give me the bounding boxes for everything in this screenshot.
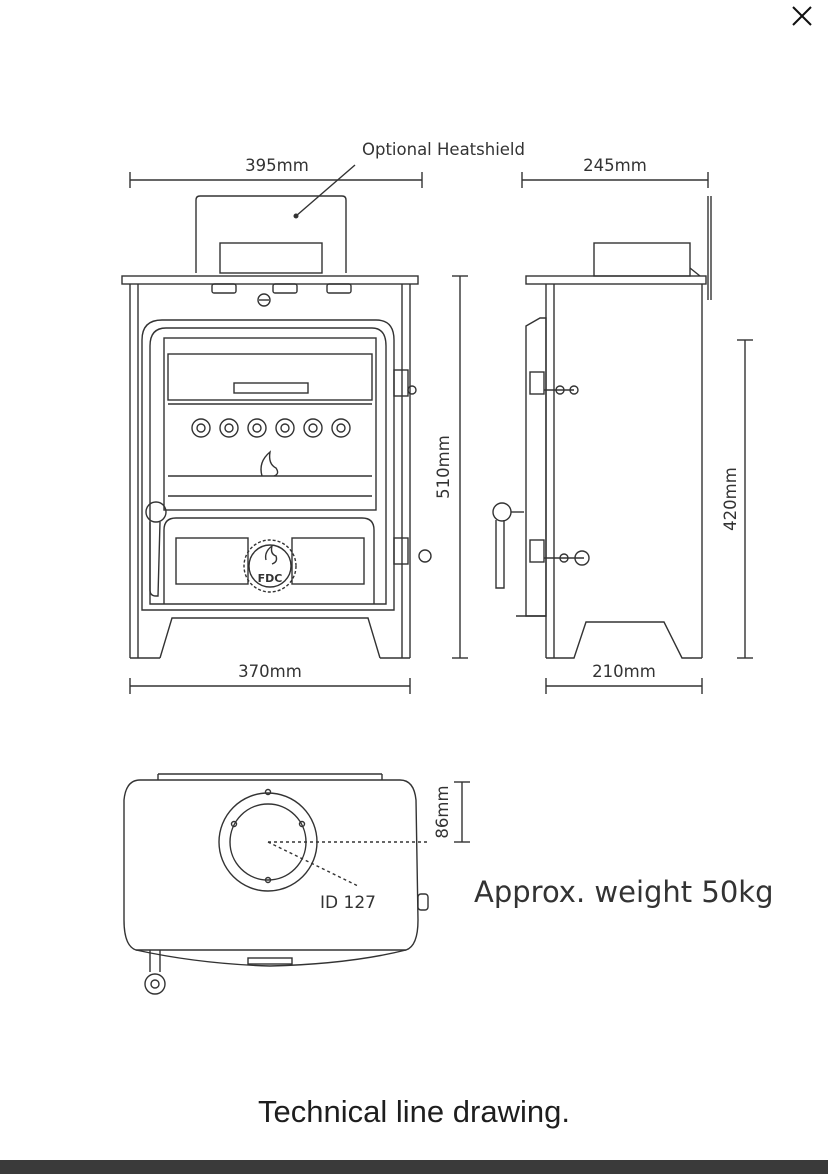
logo-text: FDC <box>258 572 283 585</box>
weight-label: Approx. weight 50kg <box>474 875 774 909</box>
close-button[interactable] <box>784 0 820 32</box>
heatshield-label: Optional Heatshield <box>362 140 525 159</box>
side-height-label: 420mm <box>721 467 740 531</box>
bottom-bar <box>0 1160 828 1174</box>
front-top-width-label: 395mm <box>245 156 309 175</box>
side-view <box>492 172 753 694</box>
top-view <box>123 773 470 995</box>
close-icon <box>792 6 812 26</box>
image-caption: Technical line drawing. <box>258 1094 570 1129</box>
front-height-label: 510mm <box>434 435 453 499</box>
front-view <box>121 164 468 694</box>
front-base-width-label: 370mm <box>238 662 302 681</box>
technical-drawing: Optional Heatshield 395mm 245mm 510mm 42… <box>121 140 774 995</box>
side-base-depth-label: 210mm <box>592 662 656 681</box>
side-top-depth-label: 245mm <box>583 156 647 175</box>
flue-diameter-label: ID 127 <box>320 893 376 913</box>
flue-offset-label: 86mm <box>433 785 452 838</box>
